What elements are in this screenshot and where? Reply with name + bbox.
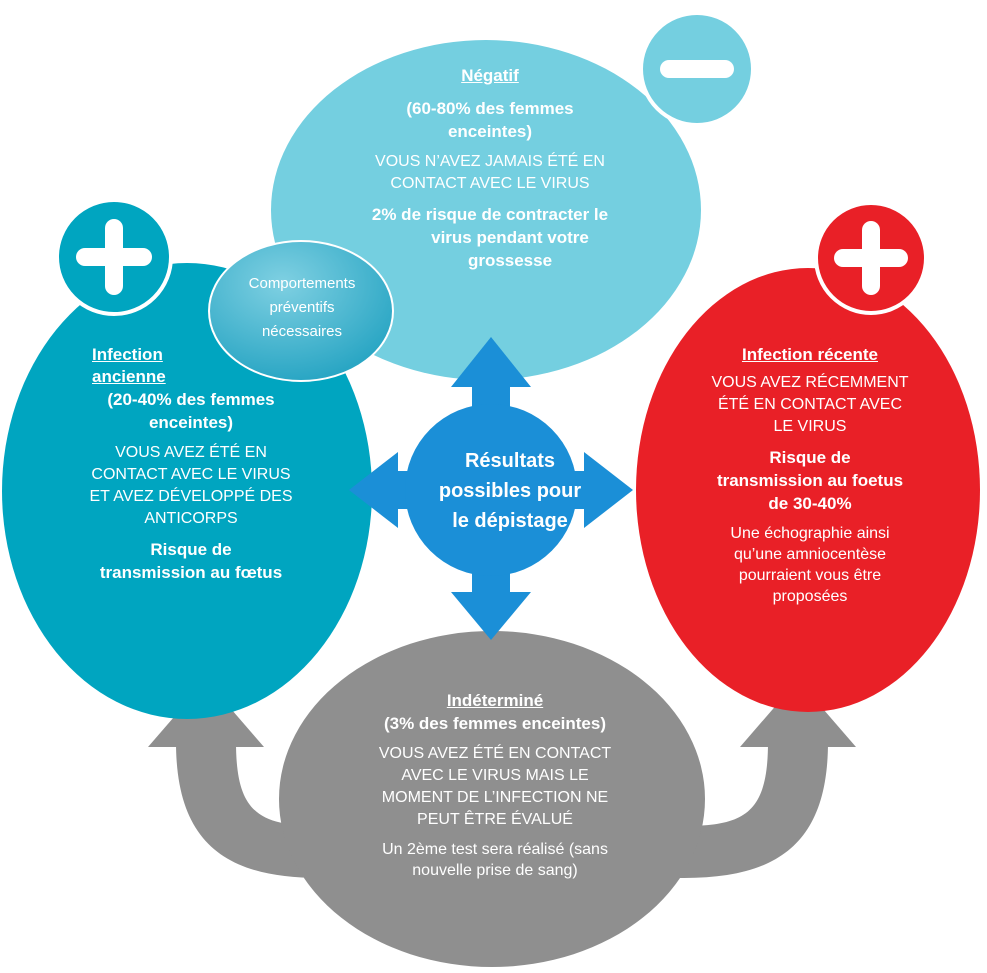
indeterminate-percent: (3% des femmes enceintes) — [383, 714, 607, 733]
negative-title: Négatif — [461, 66, 519, 85]
plus-icon — [55, 198, 173, 316]
indeterminate-title: Indéterminé — [446, 691, 544, 710]
negative-risk: 2% de risque de contracter le virus pend… — [371, 205, 609, 270]
recent-infection-title: Infection récente — [741, 345, 879, 364]
old-infection-percent: (20-40% des femmes enceintes) — [107, 390, 275, 432]
negative-contact: VOUS N’AVEZ JAMAIS ÉTÉ EN CONTACT AVEC L… — [375, 153, 605, 192]
plus-icon — [814, 201, 928, 315]
right-arrow-head — [740, 680, 856, 747]
old-infection-contact: VOUS AVEZ ÉTÉ EN CONTACT AVEC LE VIRUS E… — [89, 444, 293, 527]
negative-percent: (60-80% des femmes enceintes) — [406, 99, 574, 141]
prevention-label: Comportements préventifs nécessaires — [248, 275, 356, 340]
indeterminate-text: Indéterminé (3% des femmes enceintes) VO… — [330, 690, 660, 881]
center-label: Résultats possibles pour le dépistage — [438, 450, 582, 532]
recent-infection-text: Infection récente VOUS AVEZ RÉCEMMENT ÉT… — [680, 344, 940, 607]
minus-icon — [639, 11, 755, 127]
indeterminate-bubble — [279, 631, 705, 967]
old-infection-title: Infection ancienne — [92, 345, 166, 386]
indeterminate-contact: VOUS AVEZ ÉTÉ EN CONTACT AVEC LE VIRUS M… — [378, 745, 612, 828]
right-curved-arrow — [668, 742, 828, 878]
indeterminate-note: Un 2ème test sera réalisé (sans nouvelle… — [382, 841, 608, 879]
recent-infection-contact: VOUS AVEZ RÉCEMMENT ÉTÉ EN CONTACT AVEC … — [711, 374, 909, 435]
negative-text: Négatif (60-80% des femmes enceintes) VO… — [300, 65, 680, 272]
recent-infection-note: Une échographie ainsi qu’une amniocentès… — [730, 525, 890, 605]
center-cross-arrow — [349, 337, 633, 640]
recent-infection-risk: Risque de transmission au foetus de 30-4… — [716, 448, 904, 513]
old-infection-risk: Risque de transmission au fœtus — [99, 540, 283, 582]
old-infection-text: Infection ancienne (20-40% des femmes en… — [56, 344, 326, 584]
recent-infection-bubble — [636, 268, 980, 712]
prevention-bubble — [208, 240, 394, 382]
